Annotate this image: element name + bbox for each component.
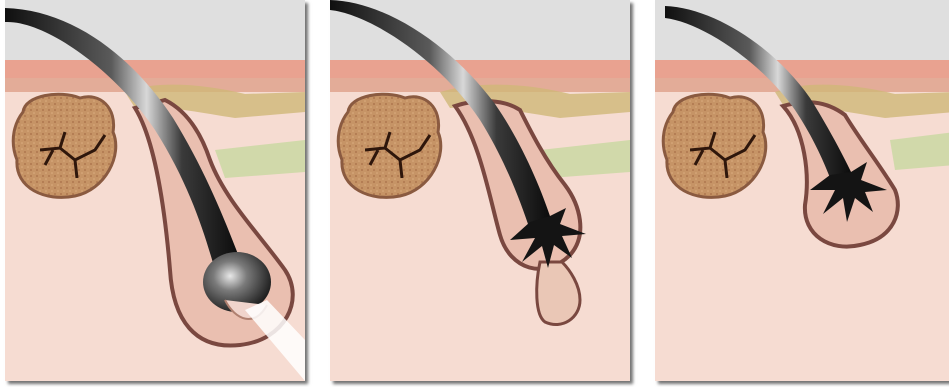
panel-stage-3 [655,0,949,381]
panel-stage-2 [330,0,630,381]
sebaceous-gland [13,94,116,197]
air-band [655,0,949,60]
epidermis-band [655,60,949,78]
follicle-diagram-2 [330,0,630,381]
epidermis-band [330,60,630,78]
panel-stage-1 [5,0,305,381]
sebaceous-gland [663,94,766,197]
air-band [330,0,630,60]
epidermis-band [5,60,305,78]
sebaceous-gland [338,94,441,197]
follicle-diagram-1 [5,0,305,381]
follicle-diagram-3 [655,0,949,381]
